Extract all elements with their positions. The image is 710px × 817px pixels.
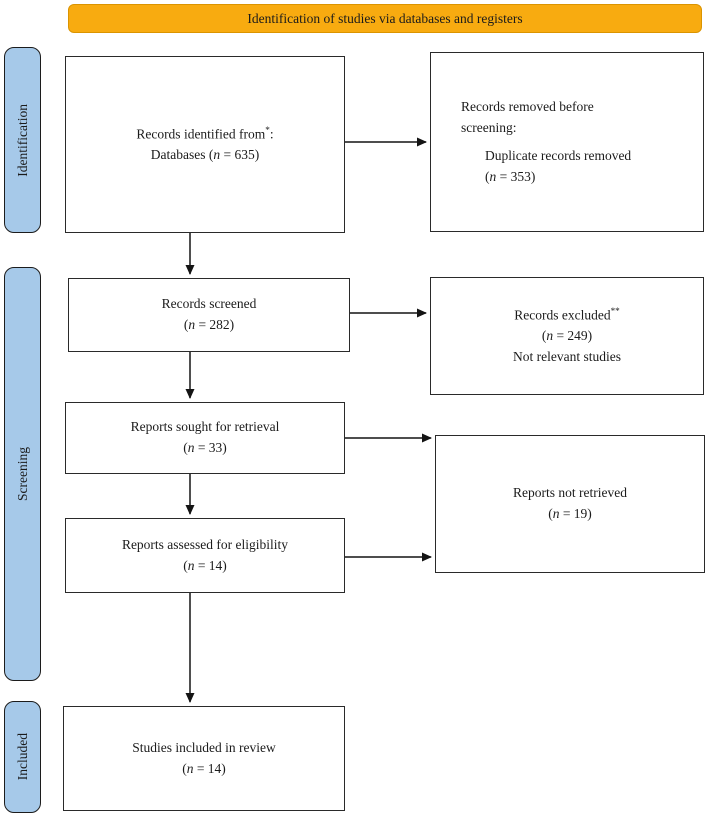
text-fragment: = 14)	[194, 557, 227, 573]
text-fragment: (	[182, 760, 187, 776]
label-line: Duplicate records removed	[485, 147, 632, 163]
stage-label-included: Included	[4, 701, 41, 813]
n-variable: n	[188, 317, 196, 332]
text-fragment: = 635)	[220, 147, 260, 163]
stage-label-text: Included	[14, 733, 30, 781]
banner-title: Identification of studies via databases …	[247, 10, 523, 26]
count-line: (n = 14)	[183, 556, 227, 577]
label-line: Reports not retrieved	[513, 485, 627, 501]
text-fragment: Records excluded	[514, 307, 611, 323]
text-fragment: (	[541, 328, 547, 344]
box-records-removed-before-screening: Records removed before screening: Duplic…	[430, 52, 704, 232]
text-fragment: (	[183, 440, 188, 455]
text-fragment: = 282)	[195, 317, 235, 332]
count-line: (n = 33)	[183, 438, 227, 459]
count-line: (n = 19)	[548, 504, 592, 525]
sub-item: Duplicate records removed (n = 353)	[485, 146, 631, 188]
text-fragment: (	[485, 168, 490, 184]
box-records-excluded: Records excluded** (n = 249) Not relevan…	[430, 277, 704, 395]
text-fragment: = 353)	[496, 168, 536, 184]
text-fragment: = 33)	[194, 440, 227, 455]
label-line: Records removed before	[461, 99, 594, 114]
footnote-marker: **	[610, 305, 620, 316]
box-reports-not-retrieved: Reports not retrieved (n = 19)	[435, 435, 705, 573]
box-records-identified: Records identified from*: Databases (n =…	[65, 56, 345, 233]
n-variable: n	[187, 557, 195, 573]
text-fragment: (	[548, 506, 553, 521]
text-fragment: (	[183, 557, 188, 573]
footnote-marker: *	[265, 124, 270, 135]
count-line: (n = 353)	[485, 167, 631, 188]
box-reports-sought: Reports sought for retrieval (n = 33)	[65, 402, 345, 474]
n-variable: n	[187, 440, 195, 455]
n-variable: n	[186, 760, 194, 776]
n-variable: n	[213, 147, 221, 163]
box-reports-assessed: Reports assessed for eligibility (n = 14…	[65, 518, 345, 593]
label-line: Records excluded**	[514, 304, 620, 326]
count-line: Databases (n = 635)	[151, 145, 259, 166]
text-fragment: = 14)	[193, 760, 226, 776]
stage-label-screening: Screening	[4, 267, 41, 681]
text-fragment: = 249)	[553, 328, 593, 344]
label-line: screening:	[461, 119, 517, 135]
stage-label-identification: Identification	[4, 47, 41, 233]
n-variable: n	[489, 168, 497, 184]
label-line: Not relevant studies	[513, 349, 621, 365]
stage-label-text: Screening	[14, 447, 30, 501]
count-line: (n = 249)	[542, 326, 592, 347]
label-line: Records screened	[161, 296, 257, 312]
n-variable: n	[546, 328, 554, 344]
label-line: Reports assessed for eligibility	[121, 536, 289, 552]
count-line: (n = 14)	[182, 759, 226, 780]
box-records-screened: Records screened (n = 282)	[68, 278, 350, 352]
count-line: (n = 282)	[184, 315, 234, 336]
text-fragment: Records identified from	[136, 126, 266, 142]
text-fragment: :	[269, 126, 274, 142]
box-studies-included: Studies included in review (n = 14)	[63, 706, 345, 811]
text-fragment: Databases (	[150, 147, 214, 163]
stage-label-text: Identification	[14, 103, 30, 177]
label-line: Reports sought for retrieval	[130, 419, 280, 435]
text-fragment: (	[183, 317, 189, 332]
n-variable: n	[552, 506, 560, 521]
banner-identification-via-databases: Identification of studies via databases …	[68, 4, 702, 33]
label-line: Records identified from*:	[136, 123, 273, 145]
text-fragment: = 19)	[559, 506, 592, 521]
label-line: Studies included in review	[132, 739, 276, 755]
